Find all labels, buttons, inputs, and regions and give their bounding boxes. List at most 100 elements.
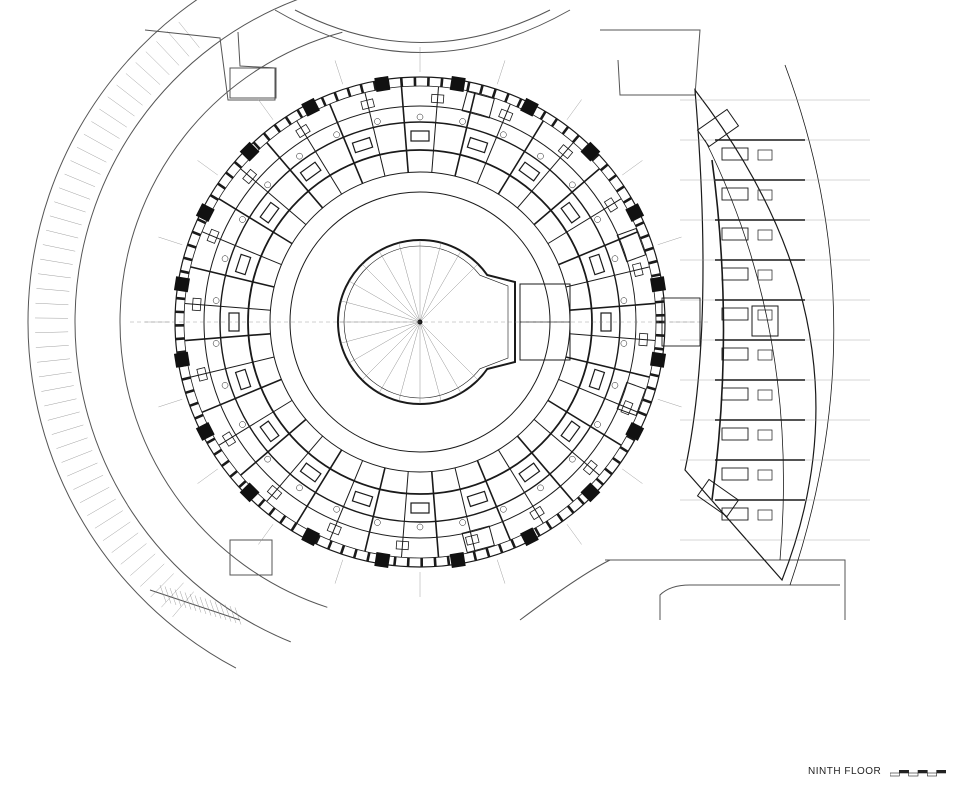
radial-axis-tick (566, 524, 582, 545)
closet-box (620, 400, 634, 416)
structural-column (519, 527, 539, 547)
facade-mullion (206, 437, 216, 445)
door-swing (212, 340, 220, 347)
facade-mullion (655, 300, 665, 304)
site-arc-inner (119, 31, 343, 608)
structural-column (519, 97, 539, 117)
skylight-rib (348, 321, 421, 364)
terrace-step (79, 487, 110, 503)
scale-bar-segment (927, 772, 937, 777)
unit-partition (517, 142, 574, 209)
southwest-steps (189, 593, 197, 612)
southwest-steps (219, 602, 227, 621)
terrace-step (156, 41, 180, 66)
structural-column (580, 141, 601, 162)
facade-mullion (176, 296, 186, 301)
facade-mullion (637, 410, 648, 417)
facade-mullion (217, 182, 227, 190)
facade-mullion (485, 548, 491, 558)
skylight-rib (361, 321, 421, 381)
facade-mullion (635, 221, 645, 228)
scale-bar-segment (899, 770, 909, 774)
facade-mullion (181, 376, 191, 381)
facade-mullion (233, 160, 243, 169)
structural-column (650, 276, 667, 293)
facade-mullion (213, 448, 223, 456)
radial-axis-tick (158, 236, 183, 245)
facade-mullion (273, 124, 281, 133)
structural-column (374, 75, 391, 92)
facade-mullion (252, 141, 261, 150)
terrace-step (94, 510, 123, 529)
north-building-arc (274, 9, 571, 53)
scale-bar-segment (936, 770, 946, 774)
wing-bathroom (721, 467, 749, 481)
facade-mullion (654, 347, 664, 351)
terrace-step (87, 498, 116, 516)
southwest-steps (209, 599, 217, 618)
radial-axis-tick (566, 99, 582, 120)
structural-column (239, 141, 260, 162)
door-swing (416, 113, 424, 121)
facade-mullion (466, 81, 471, 92)
unit-partition (476, 460, 512, 541)
door-swing (333, 131, 340, 138)
closet-box (529, 505, 545, 521)
facade-mullion (642, 398, 652, 404)
door-swing (374, 519, 381, 526)
terrace-step (73, 475, 104, 490)
bathroom-core (410, 502, 430, 514)
terrace-step (35, 302, 69, 306)
facade-mullion (176, 350, 187, 354)
bathroom-core (518, 161, 541, 182)
bathroom-core (234, 368, 252, 391)
facade-mullion (320, 96, 327, 107)
facade-mullion (187, 243, 197, 249)
facade-mullion (238, 480, 247, 489)
terrace-step (35, 331, 69, 333)
unit-partition (430, 471, 440, 558)
closet-box (498, 108, 514, 122)
wing-closet (757, 309, 773, 321)
door-swing (416, 523, 424, 531)
facade-mullion (279, 515, 287, 524)
facade-mullion (534, 527, 541, 537)
facade-mullion (595, 477, 605, 486)
facade-mullion (479, 84, 484, 95)
unit-partition (547, 198, 622, 245)
unit-partition (240, 418, 307, 476)
facade-mullion (510, 539, 517, 549)
unit-partition (533, 419, 600, 476)
southwest-steps (214, 601, 222, 619)
facade-mullion (655, 333, 665, 337)
facade-mullion (284, 116, 292, 126)
radial-axis-tick (497, 559, 506, 584)
unit-partition (565, 266, 650, 288)
wing-core (751, 305, 779, 337)
northwest-block (144, 29, 276, 101)
facade-mullion (333, 91, 339, 102)
unit-partition (569, 302, 656, 312)
structural-column (239, 482, 260, 503)
closet-box (191, 297, 202, 312)
closet-box (360, 98, 375, 111)
scale-bar-segment (908, 772, 919, 777)
southwest-steps (224, 604, 232, 622)
bathroom-core (588, 253, 606, 276)
door-swing (611, 382, 619, 389)
unit-partition (218, 198, 293, 245)
southwest-steps (164, 586, 172, 604)
door-swing (333, 506, 340, 513)
closet-box (206, 228, 220, 244)
wing-bathroom (721, 387, 749, 401)
site-context-outlines (27, 0, 846, 669)
facade-mullion (615, 185, 625, 193)
facade-mullion (491, 88, 497, 98)
structural-column (195, 421, 215, 441)
skylight-rib (398, 242, 421, 323)
terrace-step (37, 358, 70, 363)
structural-column (580, 482, 601, 503)
facade-mullion (612, 456, 621, 465)
facade-mullion (550, 118, 559, 128)
